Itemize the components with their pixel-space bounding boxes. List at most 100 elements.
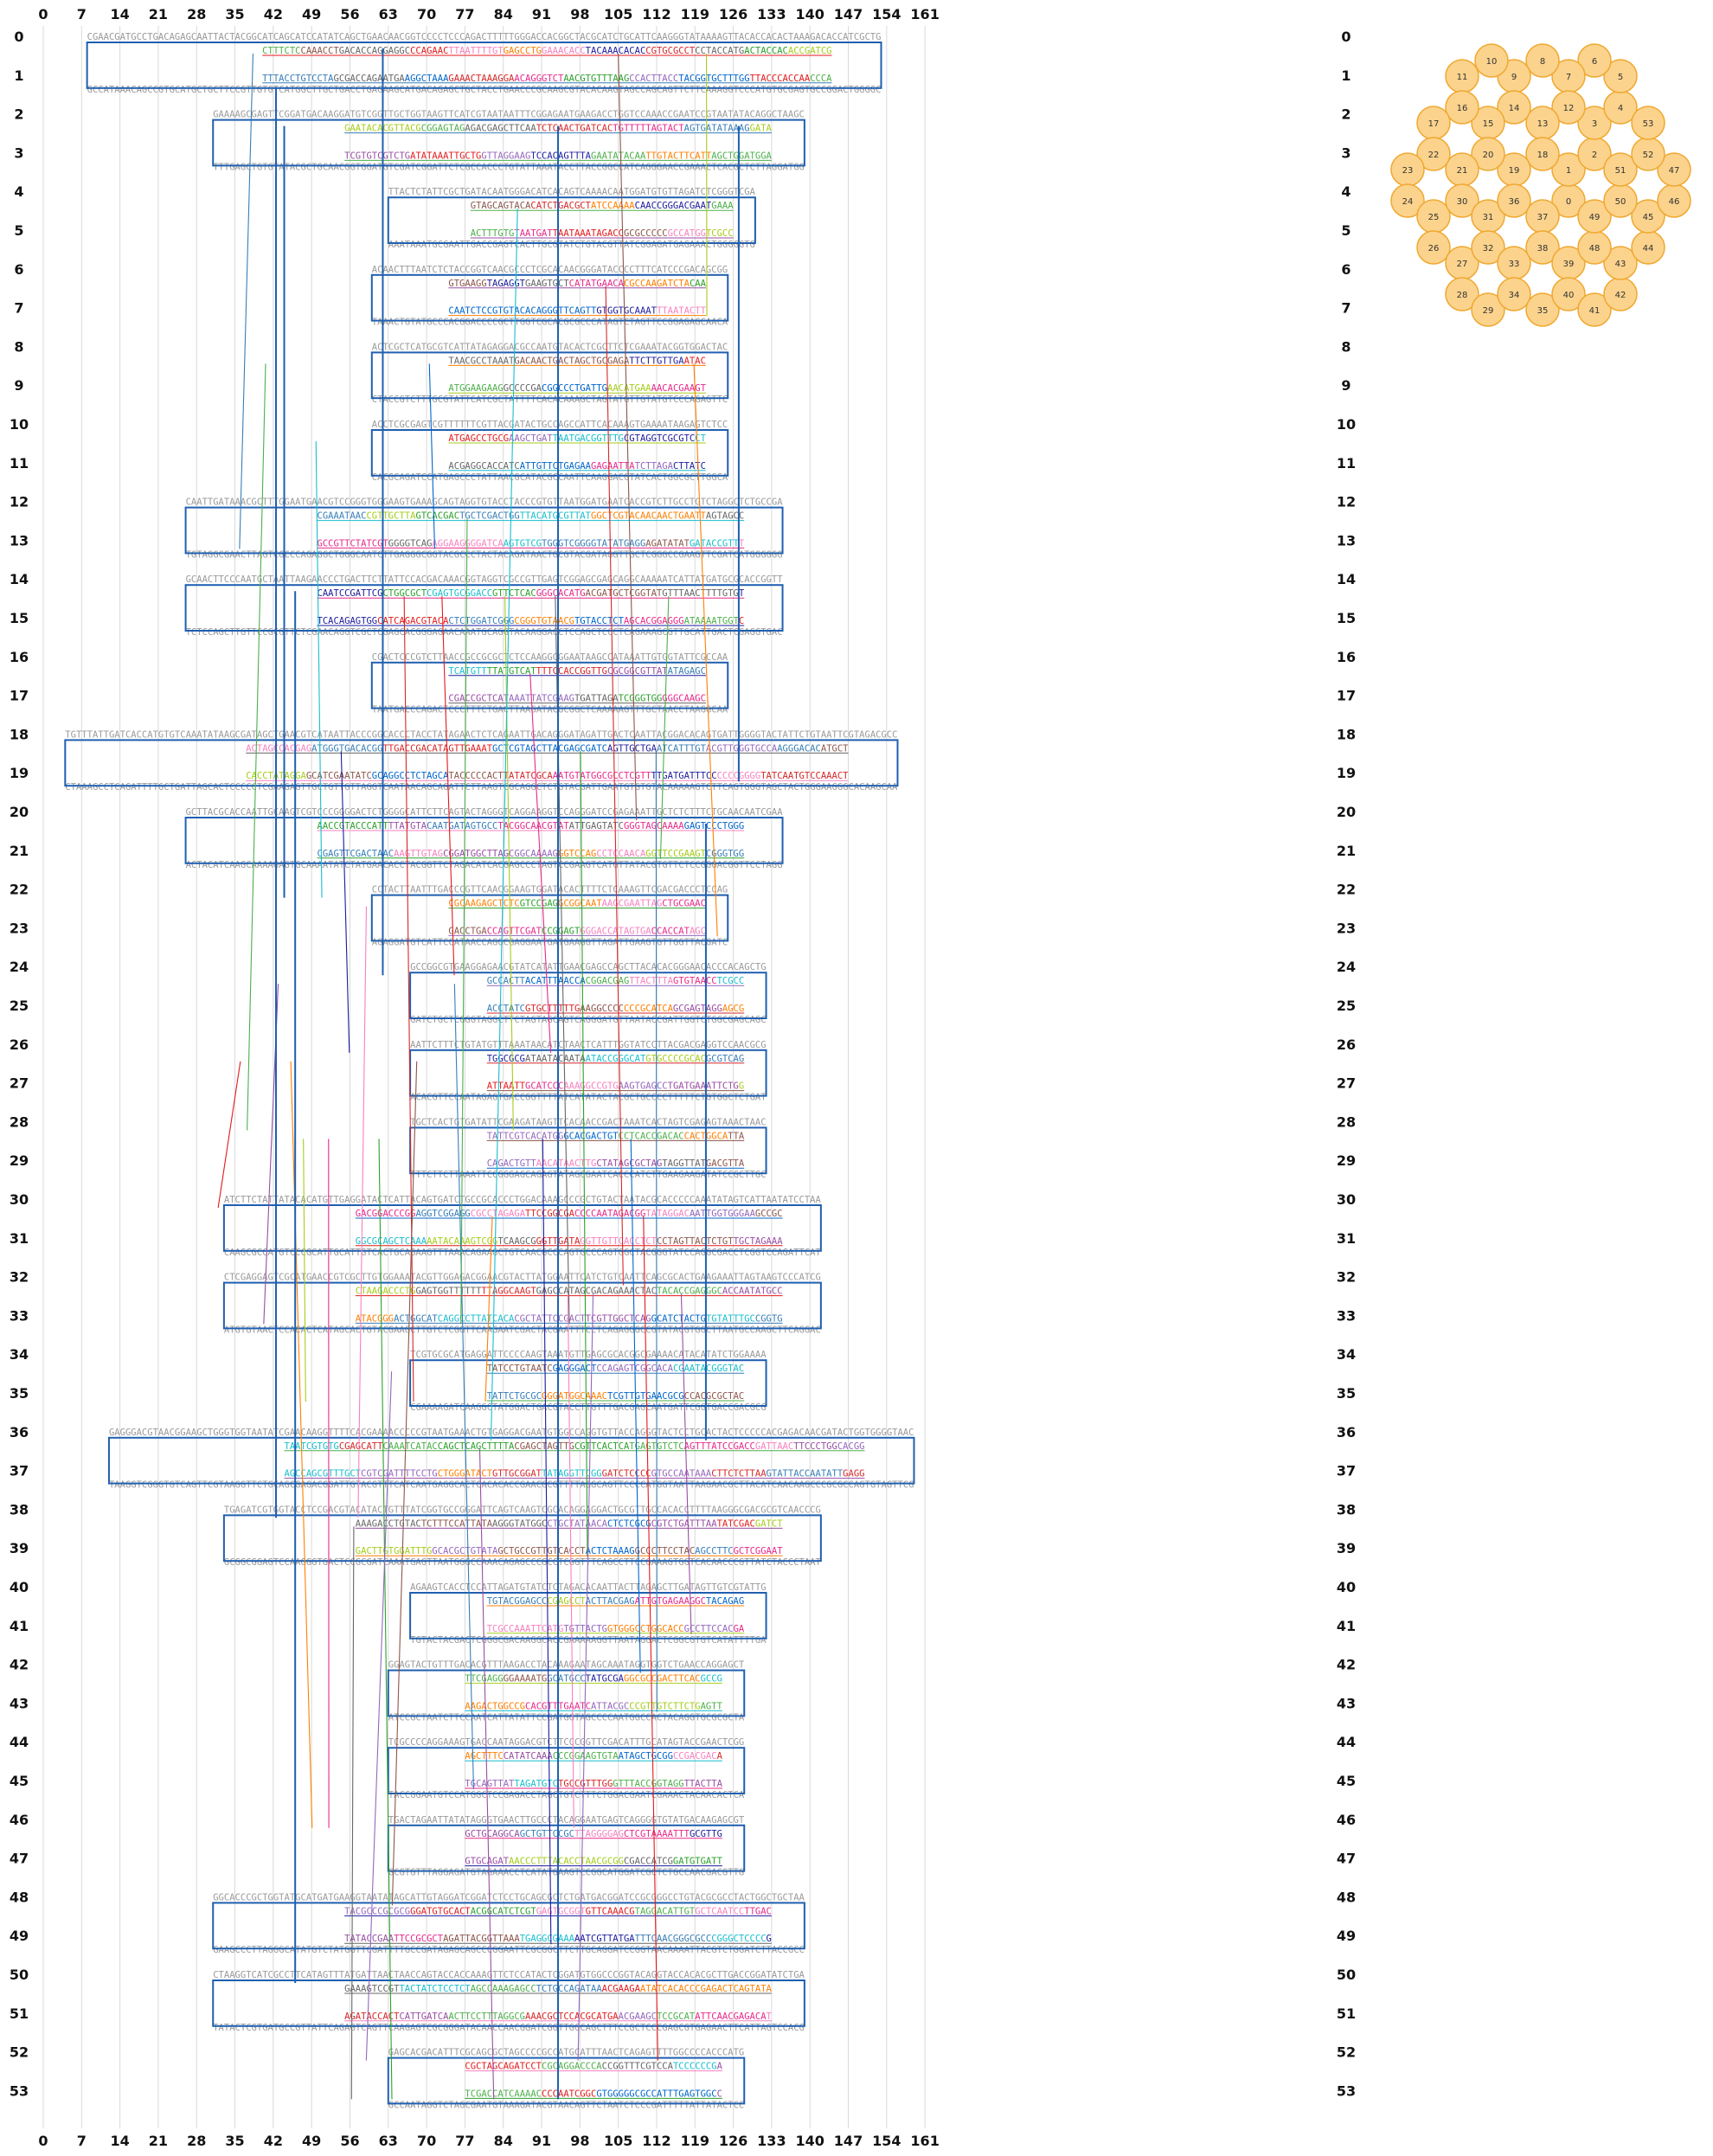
helix-51[interactable]: 51 [1603,152,1638,187]
helix-42[interactable]: 42 [1603,277,1638,311]
row-label-right: 2 [1341,106,1351,123]
helix-number: 26 [1428,244,1440,253]
staple-segment: GCTGTTCCGC [520,1829,574,1839]
staple-segment: ATTACGC [591,1701,629,1711]
staple-segment: ATAAAATGGT [684,616,740,626]
row-label-right: 42 [1337,1657,1356,1673]
helix-48[interactable]: 48 [1577,230,1612,265]
helix-23[interactable]: 23 [1390,152,1425,187]
helix-22[interactable]: 22 [1416,137,1451,171]
col-label-bottom: 14 [110,2133,129,2149]
helix-47[interactable]: 47 [1657,152,1691,187]
staple-segment: GTGGGCCTGGCACC [607,1624,684,1634]
helix-43[interactable]: 43 [1603,246,1638,280]
helix-number: 40 [1563,291,1575,300]
helix-38[interactable]: 38 [1525,230,1560,265]
helix-24[interactable]: 24 [1390,183,1425,218]
helix-6[interactable]: 6 [1577,43,1612,78]
helix-53[interactable]: 53 [1631,106,1665,140]
helix-1[interactable]: 1 [1551,152,1586,187]
staple-segment: CAGGCCTTATCACA [438,1313,515,1324]
helix-7[interactable]: 7 [1551,59,1586,93]
helix-16[interactable]: 16 [1445,90,1479,125]
helix-26[interactable]: 26 [1416,230,1451,265]
helix-29[interactable]: 29 [1471,292,1505,327]
col-label-bottom: 161 [910,2133,939,2149]
staple-segment: AAGACTGGCCG [465,1701,525,1711]
helix-35[interactable]: 35 [1525,292,1560,327]
helix-number: 43 [1615,260,1626,269]
col-label-top: 63 [379,6,398,22]
helix-number: 47 [1669,166,1680,176]
helix-49[interactable]: 49 [1577,199,1612,234]
helix-39[interactable]: 39 [1551,246,1586,280]
helix-number: 41 [1589,306,1601,316]
staple-segment: CGAATACGGGTAC [673,1364,744,1374]
helix-circle [1525,43,1560,78]
scaffold-seq-top: AATTCTTTCTGTATGTTTAAATAACATCTAACTCATTTGG… [410,1040,766,1050]
helix-17[interactable]: 17 [1416,106,1451,140]
helix-37[interactable]: 37 [1525,199,1560,234]
helix-40[interactable]: 40 [1551,277,1586,311]
scaffold-seq-bottom: CAAGCGCCATGTCCCGCATTGCATTGTCACTGCAGAAGTT… [224,1248,822,1258]
staple-segment: CAA [690,279,707,289]
staple-segment: GGGATGGCAAAC [542,1391,607,1402]
helix-10[interactable]: 10 [1474,43,1509,78]
helix-41[interactable]: 41 [1577,292,1612,327]
staple-segment: CGGCAAAAG [509,849,558,859]
helix-number: 11 [1457,73,1468,82]
helix-11[interactable]: 11 [1445,59,1479,93]
helix-21[interactable]: 21 [1445,152,1479,187]
row-label-right: 50 [1337,1967,1356,1983]
helix-27[interactable]: 27 [1445,246,1479,280]
helix-circle [1577,43,1612,78]
helix-8[interactable]: 8 [1525,43,1560,78]
helix-32[interactable]: 32 [1471,230,1505,265]
staple-segment: CGGGCTCCCC [711,1934,766,1944]
helix-33[interactable]: 33 [1497,246,1531,280]
staple-segment: AGCCTTC [695,1546,733,1556]
row-label-right: 49 [1337,1928,1356,1944]
staple-segment: GCCACTT [487,976,526,986]
scaffold-seq-top: GAGCACGACATTTCGCAGCGCTAGCCCCGCCATGCATTTA… [388,2048,744,2058]
helix-5[interactable]: 5 [1603,59,1638,93]
helix-25[interactable]: 25 [1416,199,1451,234]
row-label-left: 7 [14,300,23,317]
helix-lattice-map[interactable]: 0123456789101112131415161718192021222324… [1390,43,1691,327]
scaffold-seq-top: TCGTGCGCATGAGGATTCCCCAAGTAAATGTTGAGCGCAC… [410,1350,767,1360]
helix-52[interactable]: 52 [1631,137,1665,171]
staple-segment: CCAGTTCGAT [487,926,542,936]
helix-box [222,1281,822,1330]
helix-14[interactable]: 14 [1497,90,1531,125]
col-label-top: 126 [719,6,747,22]
helix-44[interactable]: 44 [1631,230,1665,265]
staple-segment: ATCATTTGT [657,743,707,754]
helix-3[interactable]: 3 [1577,106,1612,140]
helix-46[interactable]: 46 [1657,183,1691,218]
staple-segment: TTAATACTT [657,306,707,317]
helix-number: 21 [1457,166,1468,176]
staple-segment: A [717,2062,723,2072]
staple-segment: CGAGCGATC [558,743,607,754]
helix-18[interactable]: 18 [1525,137,1560,171]
staple-segment: ACTTACGAG [586,1596,635,1607]
helix-number: 32 [1483,244,1494,253]
helix-45[interactable]: 45 [1631,199,1665,234]
staple-segment: GCATCGAATATC [306,771,372,781]
helix-13[interactable]: 13 [1525,106,1560,140]
scaffold-seq-bottom: TTTCTTCTTAAATTCCGGGAGCAGAGTATAGCGAATCACC… [410,1170,766,1180]
row-label-left: 45 [10,1773,29,1789]
helix-12[interactable]: 12 [1551,90,1586,125]
helix-30[interactable]: 30 [1445,183,1479,218]
helix-36[interactable]: 36 [1497,183,1531,218]
helix-34[interactable]: 34 [1497,277,1531,311]
helix-50[interactable]: 50 [1603,183,1638,218]
helix-box [387,1669,746,1717]
staple-segment: GCTGCAGGCA [465,1829,520,1839]
helix-20[interactable]: 20 [1471,137,1505,171]
staple-segment: CGCTATTCCGACT [514,1313,586,1324]
helix-28[interactable]: 28 [1445,277,1479,311]
helix-number: 34 [1509,291,1520,300]
staple-segment: AGGTCGGAGG [415,1209,470,1219]
staple-segment: AACACGAAGT [651,383,707,394]
